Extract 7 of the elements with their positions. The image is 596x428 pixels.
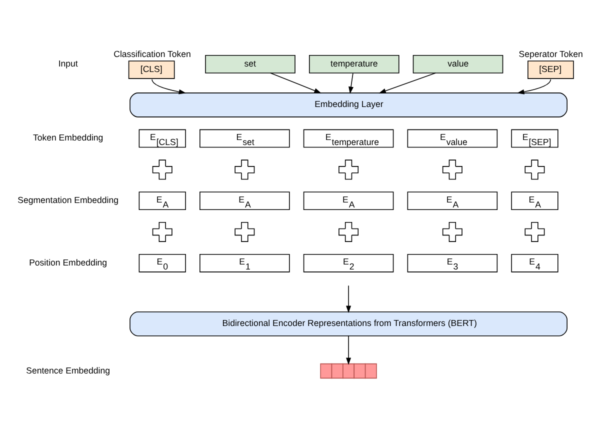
node-label: Seperator Token [518,48,583,59]
node-label: Classification Token [114,48,191,59]
label: Token Embedding [32,132,104,143]
label: Sentence Embedding [26,365,110,376]
label: Input [58,58,78,68]
label: Position Embedding [29,257,108,268]
label: Segmentation Embedding [18,195,119,206]
